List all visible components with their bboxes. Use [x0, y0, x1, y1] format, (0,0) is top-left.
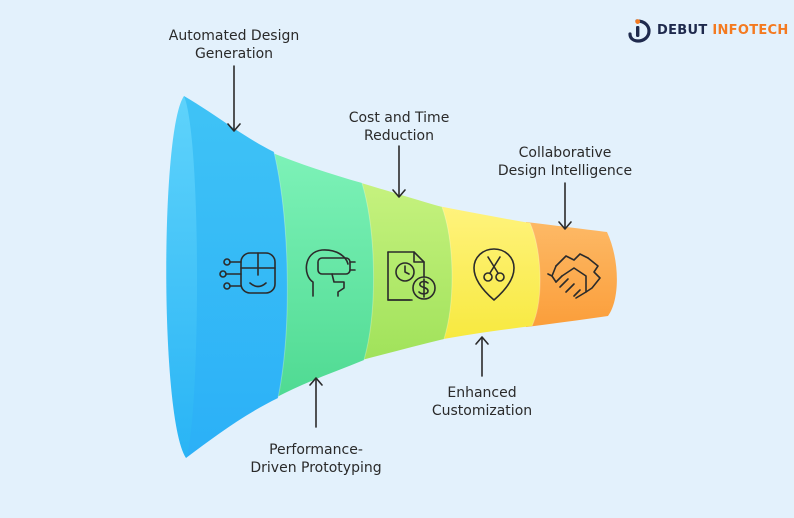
- arrow-performance: [309, 377, 323, 428]
- funnel-segments: [166, 96, 617, 458]
- funnel-mouth: [166, 96, 197, 458]
- label-line: Automated Design: [168, 28, 300, 44]
- label-collaborative-design-intelligence: Collaborative Design Intelligence: [498, 144, 632, 180]
- brand-name-part1: DEBUT: [657, 22, 708, 38]
- brand-name: DEBUT INFOTECH: [657, 23, 789, 38]
- segment-dividers: [273, 151, 541, 399]
- label-line: Performance-: [269, 442, 363, 458]
- brand-logo-mark-icon: [628, 19, 651, 43]
- label-automated-design-generation: Automated Design Generation: [169, 27, 300, 63]
- segment-1: [184, 96, 288, 458]
- arrow-enhanced: [475, 336, 489, 377]
- handshake-icon: [547, 253, 601, 299]
- brand-name-part2: INFOTECH: [712, 22, 789, 38]
- label-line: Cost and Time: [348, 110, 450, 126]
- label-line: Enhanced: [447, 385, 517, 401]
- label-line: Generation: [194, 46, 274, 62]
- label-line: Design Intelligence: [497, 163, 633, 179]
- arrow-collaborative: [558, 182, 572, 230]
- clock-dollar-document-icon: [387, 251, 436, 301]
- label-line: Driven Prototyping: [250, 460, 382, 476]
- brand-logo: DEBUT INFOTECH: [628, 16, 789, 44]
- label-enhanced-customization: Enhanced Customization: [432, 384, 532, 420]
- arrow-automated-design: [227, 65, 241, 132]
- segment-2: [270, 152, 374, 398]
- label-line: Customization: [431, 403, 533, 419]
- arrow-cost-time: [392, 145, 406, 198]
- vr-headset-icon: [305, 249, 356, 297]
- segment-5: [526, 222, 617, 327]
- label-line: Collaborative: [518, 145, 612, 161]
- label-cost-and-time-reduction: Cost and Time Reduction: [349, 109, 450, 145]
- robot-face-icon: [219, 252, 276, 294]
- scissors-location-pin-icon: [473, 248, 515, 301]
- label-performance-driven-prototyping: Performance- Driven Prototyping: [250, 441, 381, 477]
- label-line: Reduction: [364, 128, 434, 144]
